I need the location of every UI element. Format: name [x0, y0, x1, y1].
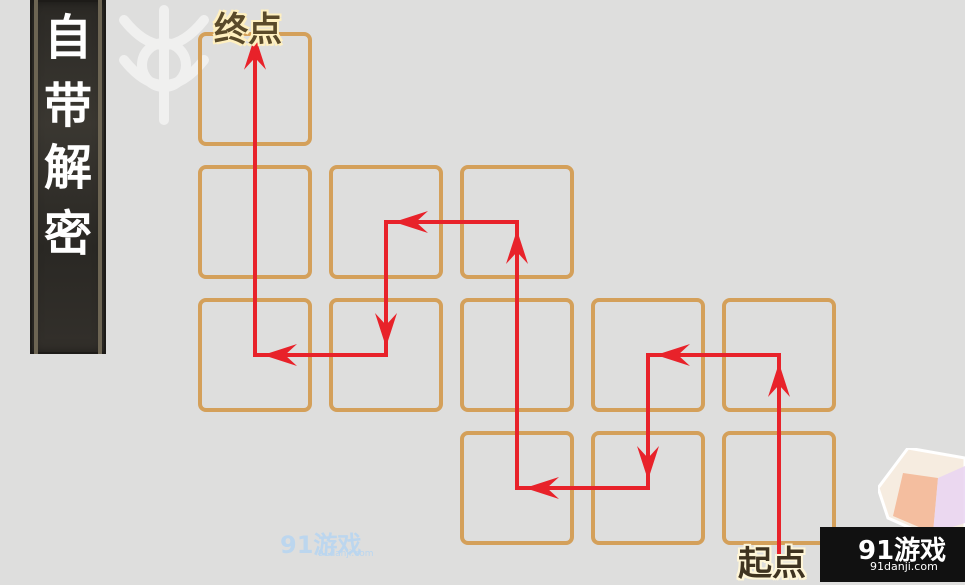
path-arrowhead — [375, 313, 397, 347]
start-point-label: 起点 — [738, 544, 806, 584]
path-arrowhead — [244, 35, 266, 70]
path-arrowhead — [768, 363, 790, 397]
site-watermark-url: 91danji.com — [318, 549, 374, 559]
path-line — [253, 35, 781, 568]
crystal-icon — [878, 448, 965, 538]
brand-url: 91danji.com — [870, 560, 938, 573]
path-arrowhead — [656, 344, 690, 366]
end-point-label: 终点 — [214, 10, 282, 50]
brand-corner-box — [820, 527, 965, 582]
path-arrowhead — [394, 211, 428, 233]
path-arrowhead — [525, 477, 559, 499]
puzzle-title-banner: 自 带 解 密 — [30, 0, 106, 354]
banner-char-4: 密 — [43, 206, 92, 262]
banner-char-2: 带 — [43, 78, 92, 134]
brand-logo: 91游戏 — [858, 536, 947, 566]
path-arrowhead — [263, 344, 297, 366]
path-arrowhead — [637, 446, 659, 480]
banner-char-1: 自 — [43, 10, 92, 66]
emblem-watermark-icon — [119, 5, 209, 125]
path-arrowhead — [506, 230, 528, 264]
site-watermark-logo: 91游戏 — [280, 531, 362, 559]
banner-char-3: 解 — [43, 140, 92, 196]
